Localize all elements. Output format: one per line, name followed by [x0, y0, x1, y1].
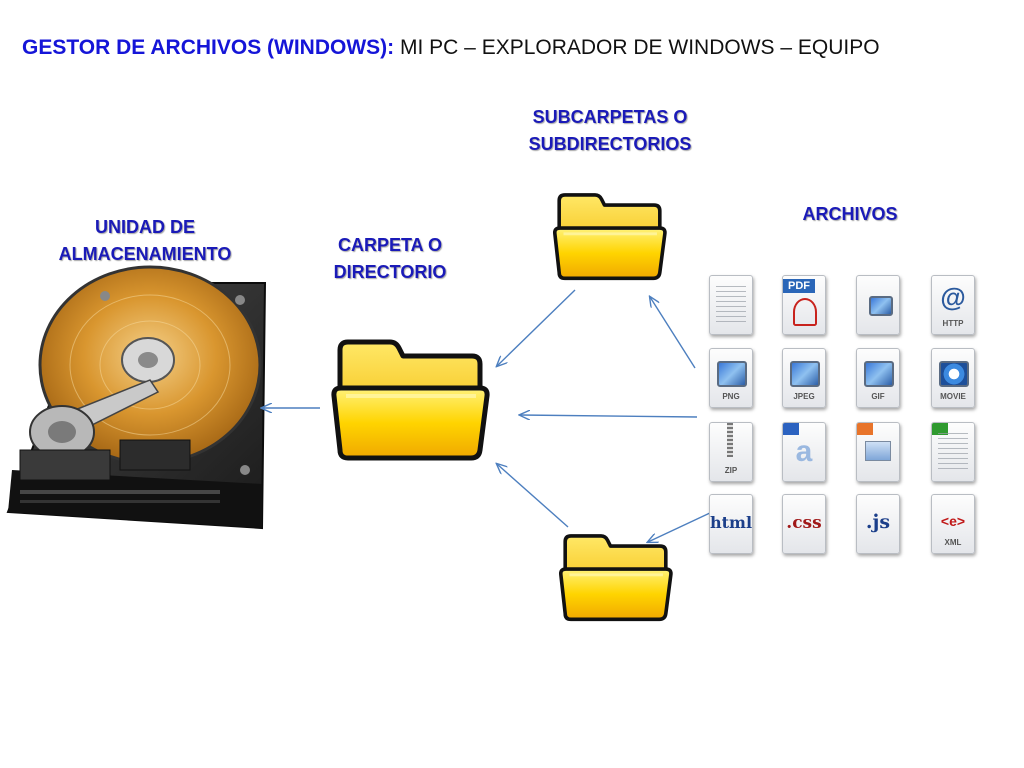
files-label: ARCHIVOS — [775, 201, 925, 228]
document-sheet — [856, 275, 900, 335]
arrow-subfolder-bottom-to-folder — [497, 464, 569, 528]
folder-label-line2: DIRECTORIO — [333, 262, 447, 282]
gif-file-icon: GIF — [852, 348, 904, 414]
document-sheet: @ HTTP — [931, 275, 975, 335]
document-sheet: html — [709, 494, 753, 554]
file-type-caption: ZIP — [724, 466, 738, 475]
app-badge — [783, 423, 799, 435]
document-sheet: PNG — [709, 348, 753, 408]
css-file-icon: .css — [778, 494, 830, 560]
picture-thumbnail — [864, 361, 894, 387]
app-badge — [932, 423, 948, 435]
zip-file-icon: ZIP — [705, 422, 757, 488]
arrows — [262, 289, 713, 542]
subfolders-label-line2: SUBDIRECTORIOS — [528, 134, 692, 154]
movie-file-icon: MOVIE — [927, 348, 979, 414]
spreadsheet-file-icon — [927, 422, 979, 488]
file-icon-text: a — [795, 435, 813, 468]
hard-drive-icon — [6, 265, 267, 530]
text-lines — [938, 433, 968, 471]
document-sheet: PDF — [782, 275, 826, 335]
folder-label-line1: CARPETA O — [337, 235, 442, 255]
text-file-icon — [705, 275, 757, 341]
document-sheet — [856, 422, 900, 482]
html-file-icon: html — [705, 494, 757, 560]
document-sheet: JPEG — [782, 348, 826, 408]
file-icon-text: .js — [865, 511, 891, 533]
page-title: GESTOR DE ARCHIVOS (WINDOWS): MI PC – EX… — [22, 36, 880, 60]
xml-file-icon: <e> XML — [927, 494, 979, 560]
title-strong: GESTOR DE ARCHIVOS (WINDOWS): — [22, 36, 395, 59]
storage-unit-label: UNIDAD DE ALMACENAMIENTO — [20, 214, 270, 268]
word-file-icon: a — [778, 422, 830, 488]
document-sheet — [709, 275, 753, 335]
pdf-file-icon: PDF — [778, 275, 830, 341]
file-type-caption: XML — [944, 538, 962, 547]
document-sheet: .css — [782, 494, 826, 554]
document-sheet: a — [782, 422, 826, 482]
file-icon-text: <e> — [940, 513, 966, 529]
picture-thumbnail — [790, 361, 820, 387]
subfolder-bottom-icon — [558, 534, 673, 622]
files-label-line1: ARCHIVOS — [802, 204, 898, 224]
document-sheet: MOVIE — [931, 348, 975, 408]
main-folder-icon — [334, 342, 487, 458]
document-sheet — [931, 422, 975, 482]
picture-thumbnail — [939, 361, 969, 387]
app-badge — [857, 423, 873, 435]
text-lines — [716, 286, 746, 324]
document-sheet: ZIP — [709, 422, 753, 482]
png-file-icon: PNG — [705, 348, 757, 414]
file-type-caption: GIF — [871, 392, 885, 401]
picture-thumbnail — [869, 296, 893, 316]
zipper — [727, 423, 733, 457]
storage-unit-label-line2: ALMACENAMIENTO — [58, 244, 232, 264]
folder-label: CARPETA O DIRECTORIO — [300, 232, 480, 286]
picture-thumbnail — [717, 361, 747, 387]
document-sheet: .js — [856, 494, 900, 554]
image-document-icon — [852, 275, 904, 341]
arrow-files-to-folder — [520, 415, 698, 417]
file-icon-text: .css — [786, 513, 822, 533]
file-type-caption: MOVIE — [940, 392, 966, 401]
slide-preview — [865, 441, 891, 461]
js-file-icon: .js — [852, 494, 904, 560]
document-sheet: <e> XML — [931, 494, 975, 554]
file-icon-text: PDF — [783, 279, 815, 293]
powerpoint-file-icon — [852, 422, 904, 488]
subfolder-top-icon — [552, 193, 667, 281]
file-type-caption: JPEG — [793, 392, 815, 401]
document-sheet: GIF — [856, 348, 900, 408]
arrow-files-to-subfolder-top — [650, 297, 696, 369]
arrow-files-to-subfolder-bottom — [648, 511, 713, 542]
file-type-caption: HTTP — [942, 319, 964, 328]
file-icon-text: html — [710, 513, 753, 532]
jpeg-file-icon: JPEG — [778, 348, 830, 414]
subfolders-label-line1: SUBCARPETAS O — [532, 107, 688, 127]
storage-unit-label-line1: UNIDAD DE — [94, 217, 195, 237]
subfolders-label: SUBCARPETAS O SUBDIRECTORIOS — [490, 104, 730, 158]
file-type-caption: PNG — [722, 392, 740, 401]
title-rest: MI PC – EXPLORADOR DE WINDOWS – EQUIPO — [394, 36, 880, 59]
http-file-icon: @ HTTP — [927, 275, 979, 341]
acrobat-swirl — [793, 298, 817, 326]
arrow-subfolder-top-to-folder — [497, 289, 576, 366]
file-icon-text: @ — [940, 282, 966, 312]
